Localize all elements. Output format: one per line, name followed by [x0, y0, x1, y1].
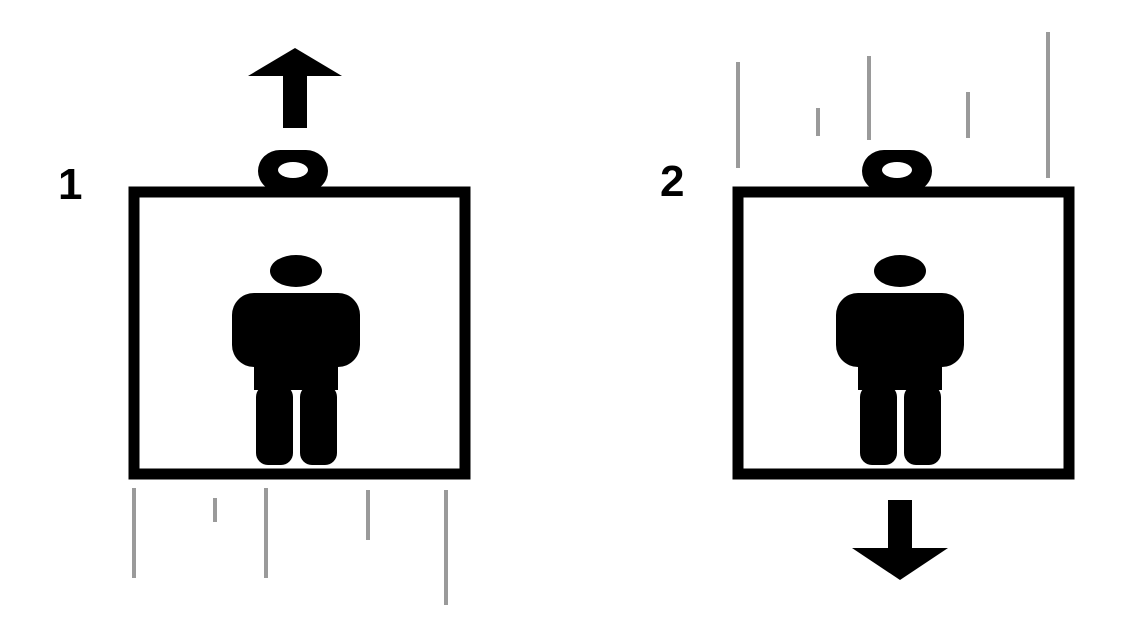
- arrow-up-icon: [248, 48, 342, 128]
- motion-lines-below: [134, 488, 446, 605]
- panel-2: [738, 32, 1069, 580]
- person-icon: [232, 255, 360, 465]
- arrow-down-icon: [852, 500, 948, 580]
- person-icon: [836, 255, 964, 465]
- panel-1: [134, 48, 465, 605]
- cable-hook-icon: [258, 150, 328, 192]
- cable-hook-icon: [862, 150, 932, 192]
